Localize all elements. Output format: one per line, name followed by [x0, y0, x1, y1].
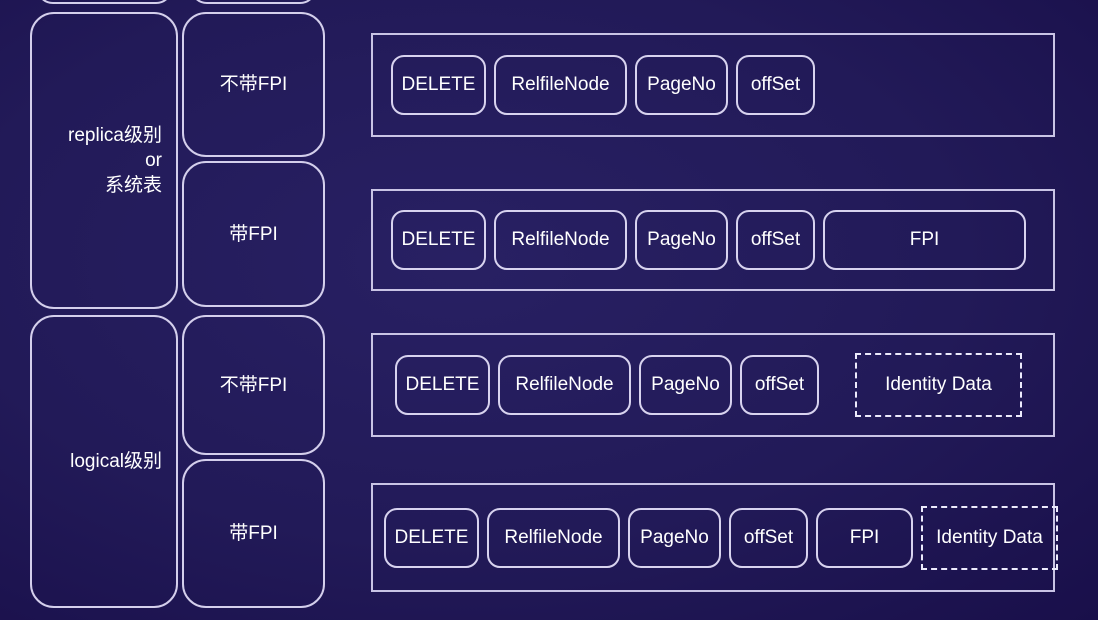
field-relfilenode: RelfileNode	[487, 507, 620, 568]
field-delete: DELETE	[391, 210, 486, 270]
field-pageno: PageNo	[628, 507, 721, 568]
variant-box-without-fpi: 不带FPI	[182, 315, 325, 455]
field-offset: offSet	[740, 355, 819, 415]
field-offset: offSet	[729, 507, 808, 568]
field-identity-data: Identity Data	[921, 505, 1058, 570]
field-delete: DELETE	[384, 507, 479, 568]
variant-box-without-fpi: 不带FPI	[182, 12, 325, 157]
category-box-replica-level: replica级别 or 系统表	[30, 12, 178, 309]
field-identity-data: Identity Data	[855, 353, 1022, 417]
variant-label: 带FPI	[229, 223, 278, 245]
field-delete: DELETE	[391, 55, 486, 115]
field-relfilenode: RelfileNode	[494, 55, 627, 115]
record-row-1: DELETE RelfileNode PageNo offSet	[371, 33, 1055, 137]
field-relfilenode: RelfileNode	[498, 355, 631, 415]
category-label-line: or	[145, 150, 162, 171]
variant-label: 不带FPI	[219, 74, 288, 95]
record-row-3: DELETE RelfileNode PageNo offSet Identit…	[371, 333, 1055, 437]
clipped-box-top-right	[190, 0, 317, 4]
variant-box-with-fpi: 带FPI	[182, 459, 325, 608]
field-fpi: FPI	[816, 507, 913, 568]
field-relfilenode: RelfileNode	[494, 210, 627, 270]
field-pageno: PageNo	[635, 55, 728, 115]
field-offset: offSet	[736, 55, 815, 115]
variant-label: 带FPI	[229, 523, 278, 544]
field-pageno: PageNo	[635, 210, 728, 270]
field-offset: offSet	[736, 210, 815, 270]
record-row-4: DELETE RelfileNode PageNo offSet FPI Ide…	[371, 483, 1058, 592]
category-label-line: replica级别	[68, 125, 162, 146]
field-fpi: FPI	[823, 210, 1026, 270]
record-row-2: DELETE RelfileNode PageNo offSet FPI	[371, 189, 1055, 291]
category-label-line: 系统表	[104, 175, 162, 196]
category-box-logical-level: logical级别	[30, 315, 178, 608]
variant-box-with-fpi: 带FPI	[182, 161, 325, 307]
clipped-box-top-left	[36, 0, 173, 4]
variant-label: 不带FPI	[219, 374, 288, 396]
category-label-line: logical级别	[70, 451, 162, 472]
field-delete: DELETE	[395, 355, 490, 415]
field-pageno: PageNo	[639, 355, 732, 415]
